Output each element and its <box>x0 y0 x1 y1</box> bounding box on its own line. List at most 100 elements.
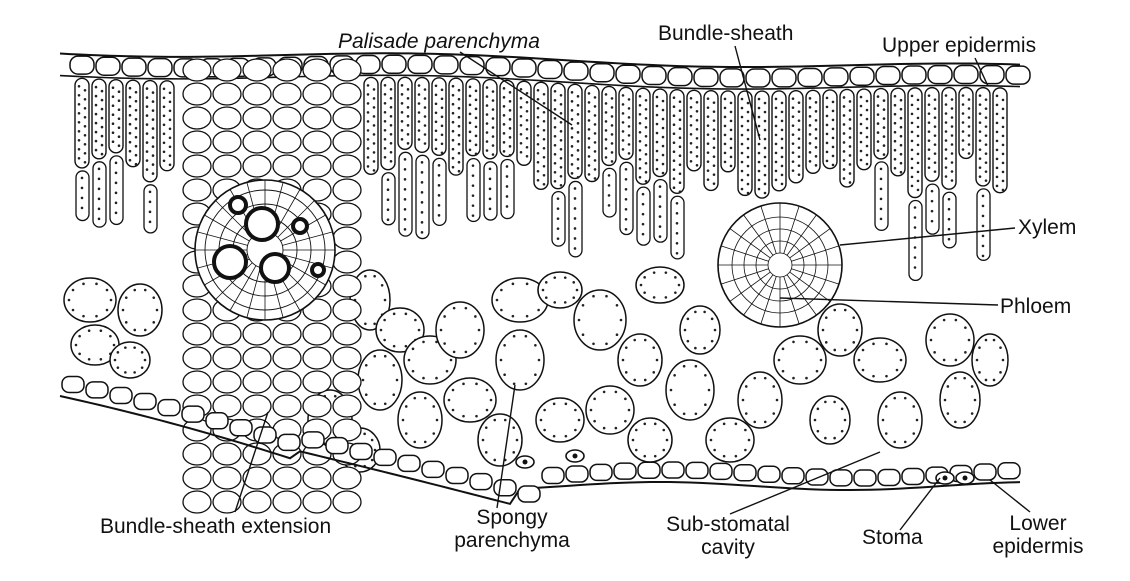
chloroplast-dot <box>933 116 937 119</box>
chloroplast-dot <box>746 191 750 195</box>
chloroplast-dot <box>814 128 818 131</box>
chloroplast-dot <box>624 197 628 201</box>
chloroplast-dot <box>808 160 812 163</box>
chloroplast-dot <box>910 139 914 143</box>
bundle-sheath-extension-cell <box>212 58 242 82</box>
chloroplast-dot <box>511 314 515 318</box>
chloroplast-dot <box>627 134 631 137</box>
chloroplast-dot <box>553 125 557 129</box>
chloroplast-dot <box>913 246 917 249</box>
chloroplast-dot <box>865 126 869 130</box>
chloroplast-dot <box>417 102 421 105</box>
xylem-vessel <box>310 262 326 278</box>
chloroplast-dot <box>638 121 642 125</box>
chloroplast-dot <box>885 342 888 346</box>
chloroplast-dot <box>757 169 761 173</box>
chloroplast-dot <box>672 141 676 145</box>
chloroplast-dot <box>422 376 425 380</box>
chloroplast-dot <box>709 438 713 442</box>
chloroplast-dot <box>661 126 665 130</box>
chloroplast-dot <box>825 114 829 118</box>
chloroplast-dot <box>556 217 560 220</box>
bundle-sheath-extension-cell <box>272 466 302 490</box>
chloroplast-dot <box>899 107 903 111</box>
upper-epidermis-cell <box>485 56 511 77</box>
chloroplast-dot <box>978 103 982 106</box>
chloroplast-dot <box>842 177 846 180</box>
chloroplast-dot <box>404 432 408 435</box>
chloroplast-dot <box>643 378 647 382</box>
chloroplast-dot <box>468 121 472 125</box>
chloroplast-dot <box>995 94 999 98</box>
chloroplast-dot <box>944 157 948 160</box>
chloroplast-dot <box>471 194 475 197</box>
chloroplast-dot <box>641 222 645 226</box>
chloroplast-dot <box>100 125 104 129</box>
chloroplast-dot <box>581 333 585 336</box>
chloroplast-dot <box>559 156 563 160</box>
chloroplast-dot <box>624 187 628 191</box>
chloroplast-dot <box>420 171 424 174</box>
chloroplast-dot <box>763 191 767 195</box>
chloroplast-dot <box>604 111 608 114</box>
chloroplast-dot <box>723 115 727 119</box>
bundle-cell-wall <box>783 276 800 325</box>
chloroplast-dot <box>682 364 686 368</box>
chloroplast-dot <box>672 123 676 127</box>
lower-epidermis-cell <box>541 466 565 485</box>
chloroplast-dot <box>593 141 597 144</box>
chloroplast-dot <box>852 341 856 344</box>
chloroplast-dot <box>876 149 880 152</box>
chloroplast-dot <box>910 103 914 107</box>
chloroplast-dot <box>474 107 478 111</box>
label-lower-line2: epidermis <box>992 535 1084 558</box>
palisade-cell <box>839 88 855 188</box>
chloroplast-dot <box>950 152 954 155</box>
chloroplast-dot <box>536 97 540 101</box>
chloroplast-dot <box>508 154 512 157</box>
chloroplast-dot <box>491 117 495 120</box>
chloroplast-dot <box>825 96 829 100</box>
palisade-cell <box>958 86 974 160</box>
chloroplast-dot <box>967 107 971 110</box>
chloroplast-dot <box>744 428 747 432</box>
chloroplast-dot <box>133 371 136 374</box>
chloroplast-dot <box>134 99 138 103</box>
chloroplast-dot <box>553 143 557 147</box>
bundle-sheath-extension-cell <box>302 322 332 346</box>
chloroplast-dot <box>403 188 407 191</box>
chloroplast-dot <box>633 338 637 342</box>
lower-epidermis-cell <box>853 469 877 487</box>
chloroplast-dot <box>641 212 645 216</box>
bundle-cell-wall <box>789 271 831 302</box>
bundle-sheath-extension-cell <box>272 154 302 178</box>
chloroplast-dot <box>950 170 954 173</box>
chloroplast-dot <box>116 351 120 354</box>
spongy-cell <box>773 335 827 385</box>
chloroplast-dot <box>643 338 647 342</box>
chloroplast-dot <box>865 117 869 121</box>
bundle-cell-wall <box>720 245 769 262</box>
chloroplast-dot <box>162 96 166 100</box>
chloroplast-dot <box>576 140 580 143</box>
chloroplast-dot <box>984 134 988 137</box>
upper-epidermis-cell <box>433 55 459 75</box>
bundle-sheath-extension-cell <box>242 442 272 466</box>
chloroplast-dot <box>117 117 121 121</box>
chloroplast-dot <box>641 202 645 206</box>
chloroplast-dot <box>627 98 631 101</box>
chloroplast-dot <box>100 107 104 111</box>
chloroplast-dot <box>652 371 656 374</box>
chloroplast-dot <box>542 92 546 96</box>
chloroplast-dot <box>440 124 444 128</box>
chloroplast-dot <box>815 369 819 373</box>
chloroplast-dot <box>984 152 988 155</box>
palisade-cell-lower <box>109 155 124 226</box>
chloroplast-dot <box>434 147 438 151</box>
spongy-cell <box>877 391 923 449</box>
chloroplast-dot <box>634 428 638 432</box>
upper-epidermis-cell <box>927 64 953 85</box>
chloroplast-dot <box>639 283 643 287</box>
chloroplast-dot <box>865 144 869 148</box>
palisade-cell-lower <box>143 184 158 234</box>
